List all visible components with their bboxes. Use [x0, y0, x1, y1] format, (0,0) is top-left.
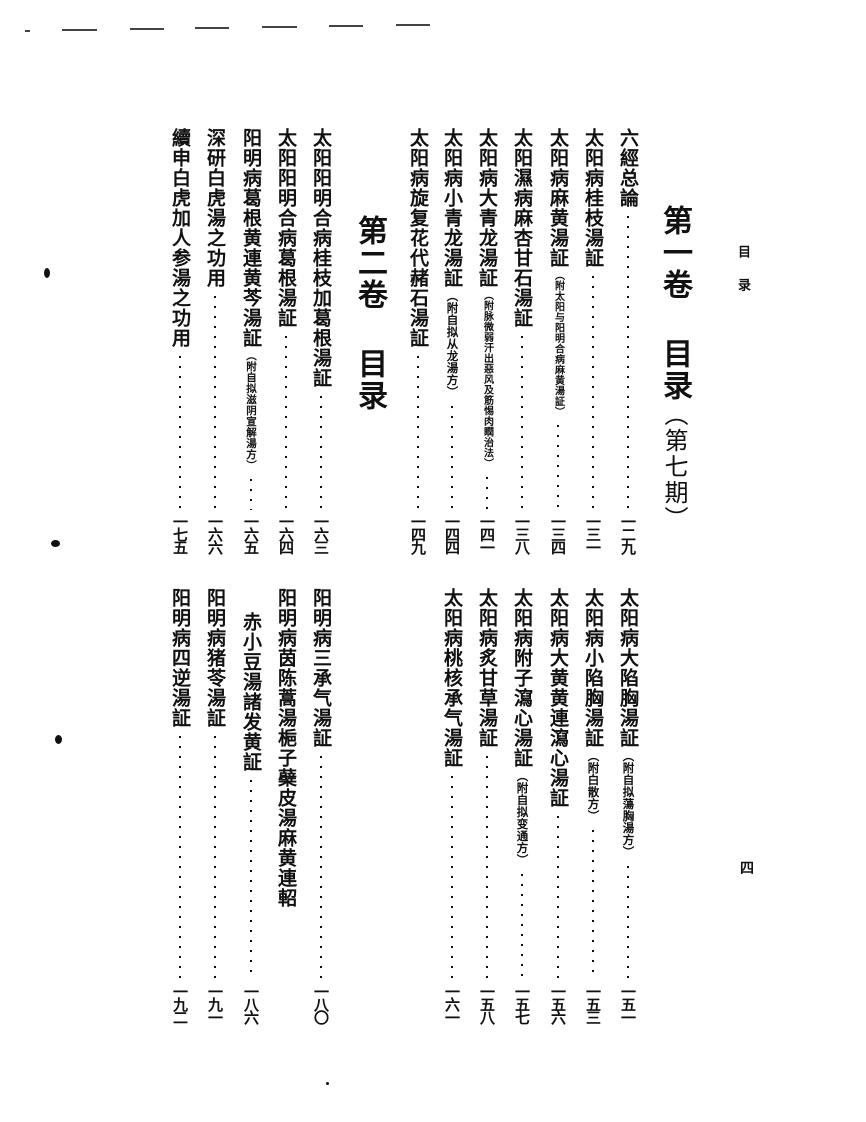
page-ref: 一三八	[513, 514, 531, 553]
speck	[44, 268, 50, 278]
page-ref: 一六三	[312, 514, 330, 553]
toc-entry[interactable]: 太阳病炙甘草湯証 一五八	[476, 588, 498, 1023]
page-ref: 一五一	[619, 984, 637, 1023]
page-ref: 一五三	[584, 984, 602, 1023]
volume1-title: 第一卷 目录	[657, 205, 692, 402]
leader-dots	[214, 732, 216, 980]
toc-entry[interactable]: 太阳病小陷胸湯証 （附白散方） 一五三	[582, 588, 604, 1023]
leader-dots	[557, 812, 559, 980]
leader-dots	[179, 732, 181, 980]
page-ref: 一七五	[171, 514, 189, 553]
toc-entry[interactable]: 太阳濕病麻杏甘石湯証 一三八	[511, 128, 533, 553]
scan-mark	[130, 28, 164, 30]
page-ref: 一六四	[277, 514, 295, 553]
toc-entry[interactable]: 太阳病桃核承气湯証 一六一	[441, 588, 463, 1023]
leader-dots	[320, 752, 322, 980]
leader-dots	[451, 772, 453, 980]
page-ref: 一四九	[409, 514, 427, 553]
toc-entry[interactable]: 太阳病大黄黄連瀉心湯証 一五六	[547, 588, 569, 1023]
toc-entry[interactable]: 赤小豆湯諸发黄証 一八六	[240, 612, 262, 1023]
toc-entry[interactable]: 阳明病四逆湯証 一九二	[169, 588, 191, 1023]
page-ref: 一四一	[478, 514, 496, 553]
leader-dots	[250, 776, 252, 980]
leader-dots	[417, 352, 419, 510]
toc-entry[interactable]: 太阳病桂枝湯証 一三一	[582, 128, 604, 553]
volume1-issue: （第七期）	[660, 402, 688, 532]
leader-dots	[627, 862, 629, 980]
entry-note: （附自拟变通方）	[515, 770, 530, 866]
toc-entry[interactable]: 阳明病三承气湯証 一八〇	[310, 588, 332, 1023]
speck	[326, 1082, 329, 1085]
leader-dots	[521, 332, 523, 510]
volume1-heading: 第一卷 目录（第七期）	[652, 205, 696, 532]
toc-entry[interactable]: 阳明病茵陈蒿湯梔子蘗皮湯麻黄連軺	[275, 588, 297, 908]
page-number: 四	[740, 861, 754, 877]
leader-dots	[627, 212, 629, 510]
page-ref: 一二九	[619, 514, 637, 553]
page-ref: 一五八	[478, 984, 496, 1023]
page-ref: 一五七	[513, 984, 531, 1023]
leader-dots	[250, 475, 252, 510]
page-ref: 一六六	[206, 514, 224, 553]
page-ref: 一三一	[584, 514, 602, 553]
leader-dots	[521, 870, 523, 980]
leader-dots	[592, 272, 594, 510]
toc-entry[interactable]: 太阳病附子瀉心湯証 （附自拟变通方） 一五七	[511, 588, 533, 1023]
entry-note: （附自拟蕩胸湯方）	[621, 750, 636, 858]
toc-entry[interactable]: 阳明病葛根黄連黄芩湯証 （附自拟滋阴宣解湯方） 一六五	[240, 128, 262, 553]
toc-entry[interactable]: 太阳病小青龙湯証 （附自拟从龙湯方） 一四四	[441, 128, 463, 553]
leader-dots	[486, 472, 488, 510]
leader-dots	[451, 402, 453, 510]
toc-entry[interactable]: 太阳病大青龙湯証 （附脉微弱汗出惡风及筋惕肉瞤治法） 一四一	[476, 128, 498, 553]
leader-dots	[486, 752, 488, 980]
toc-entry[interactable]: 太阳阳明合病桂枝加葛根湯証 一六三	[310, 128, 332, 553]
page-ref: 一三四	[549, 514, 567, 553]
page-ref: 一五六	[549, 984, 567, 1023]
page-ref: 一九一	[206, 984, 224, 1023]
leader-dots	[285, 332, 287, 510]
page-ref: 一六一	[443, 984, 461, 1023]
leader-dots	[214, 292, 216, 510]
leader-dots	[557, 421, 559, 510]
toc-entry[interactable]: 太阳病麻黄湯証 （附太阳与阳明合病麻黄湯証） 一三四	[547, 128, 569, 553]
entry-note: （附自拟从龙湯方）	[445, 290, 460, 398]
page-ref: 一九二	[171, 984, 189, 1023]
toc-entry[interactable]: 阳明病猪苓湯証 一九一	[204, 588, 226, 1023]
scan-mark	[62, 29, 97, 31]
page-ref: 一六五	[242, 514, 260, 553]
scan-mark	[396, 24, 430, 26]
toc-entry[interactable]: 太阳病旋复花代赭石湯証 一四九	[407, 128, 429, 553]
page-ref: 一八六	[242, 984, 260, 1023]
speck	[51, 540, 60, 547]
leader-dots	[592, 826, 594, 980]
volume2-heading: 第二卷 目录	[352, 215, 387, 412]
scan-mark	[329, 25, 363, 27]
scan-mark	[25, 30, 30, 32]
running-head: 目录	[735, 245, 750, 311]
entry-note: （附自拟滋阴宣解湯方）	[245, 350, 257, 471]
entry-note: （附白散方）	[586, 750, 601, 822]
toc-entry[interactable]: 太阳阳明合病葛根湯証 一六四	[275, 128, 297, 553]
page-ref: 一四四	[443, 514, 461, 553]
scan-mark	[262, 26, 297, 28]
entry-note: （附脉微弱汗出惡风及筋惕肉瞤治法）	[481, 290, 493, 469]
toc-entry[interactable]: 深研白虎湯之功用 一六六	[204, 128, 226, 553]
toc-entry[interactable]: 太阳病大陷胸湯証 （附自拟蕩胸湯方） 一五一	[617, 588, 639, 1023]
entry-note: （附太阳与阳明合病麻黄湯証）	[552, 270, 564, 417]
page-ref: 一八〇	[312, 984, 330, 1023]
scan-mark	[195, 27, 229, 29]
speck	[55, 735, 62, 744]
toc-entry[interactable]: 續申白虎加人参湯之功用 一七五	[169, 128, 191, 553]
leader-dots	[320, 392, 322, 510]
leader-dots	[179, 352, 181, 510]
toc-entry[interactable]: 六經总論 一二九	[617, 128, 639, 553]
